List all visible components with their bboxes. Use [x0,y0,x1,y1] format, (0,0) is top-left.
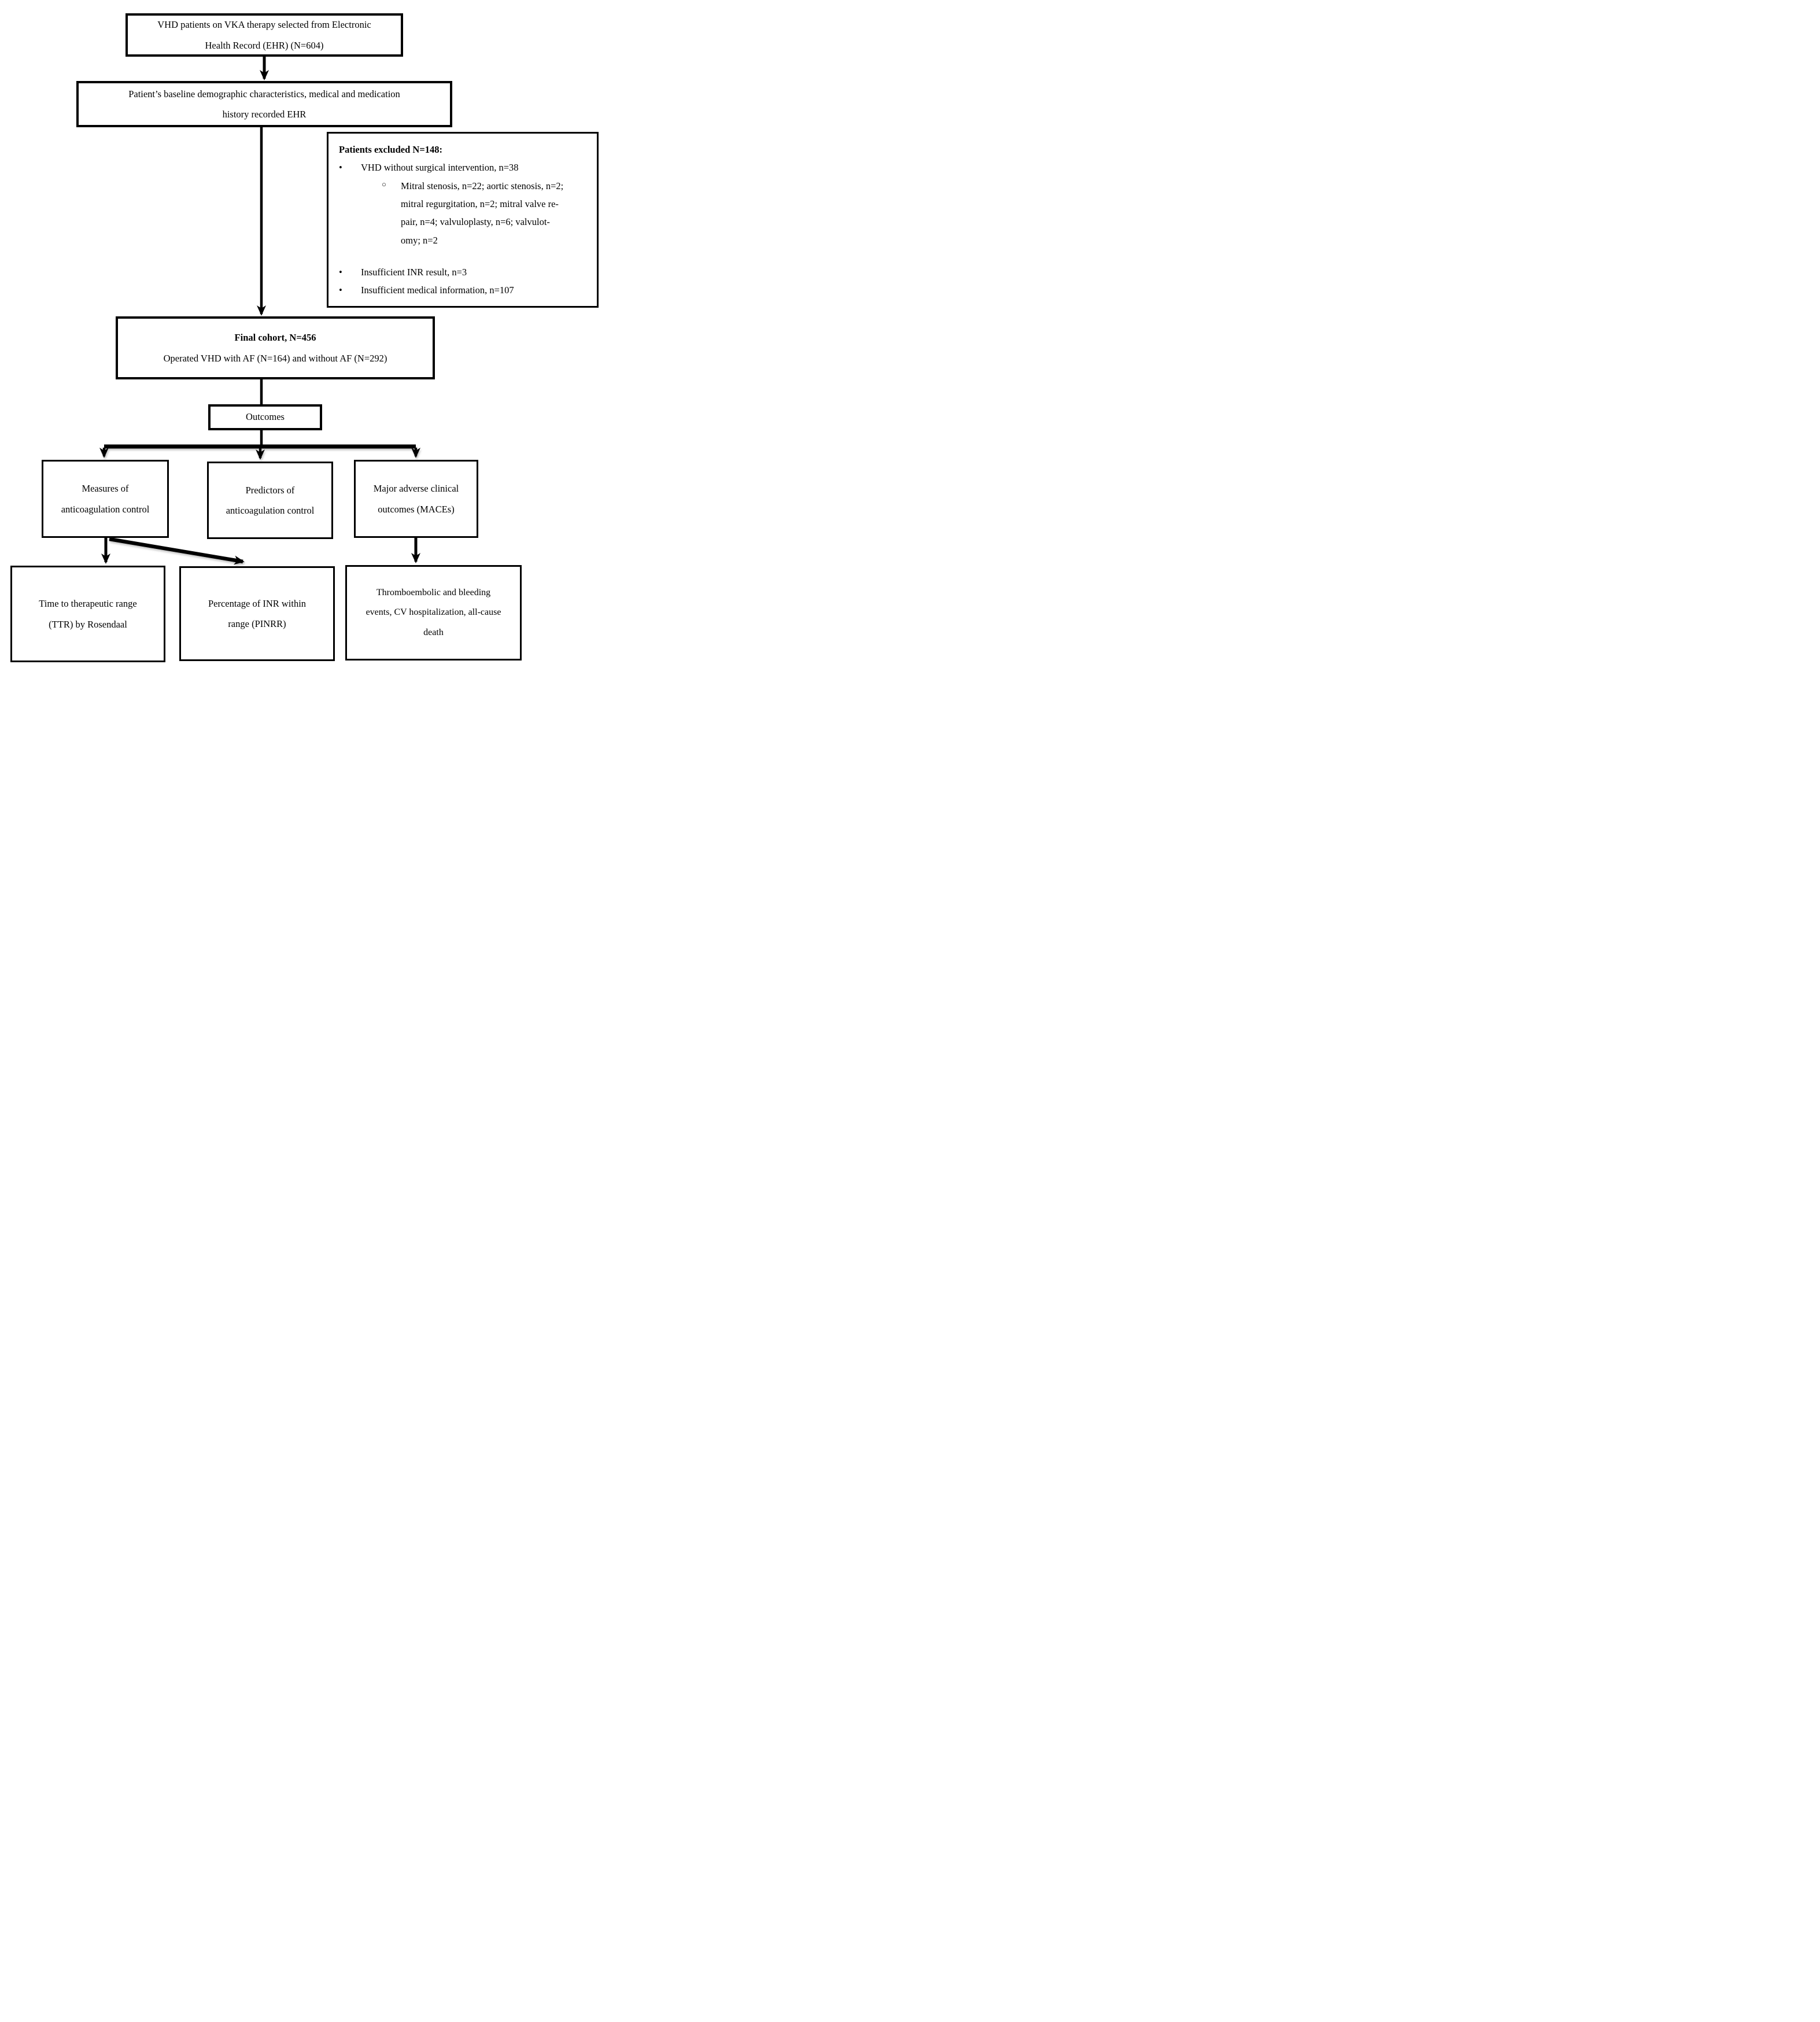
excluded-sub-bullet-text: pair, n=4; valvuloplasty, n=6; valvulot- [401,216,550,228]
node-text-line: death [423,627,444,637]
excluded-bullet-item: • Insufficient INR result, n=3 [328,263,597,281]
flowchart-canvas: VHD patients on VKA therapy selected fro… [0,0,607,674]
node-text-line: (TTR) by Rosendaal [49,618,127,630]
excluded-sub-bullet-text: Mitral stenosis, n=22; aortic stenosis, … [401,180,564,191]
node-text-line: Health Record (EHR) (N=604) [205,39,324,51]
node-text-line: anticoagulation control [61,503,150,515]
excluded-sub-bullet-text: mitral regurgitation, n=2; mitral valve … [401,198,559,210]
node-text-line: Time to therapeutic range [39,598,137,610]
node-text-line: Percentage of INR within [208,597,307,609]
excluded-bullet-text: VHD without surgical intervention, n=38 [361,162,519,174]
bullet-icon: • [339,267,342,278]
node-predictors: Predictors of anticoagulation control [207,462,333,539]
node-text-line: history recorded EHR [222,109,307,120]
node-text-line: VHD patients on VKA therapy selected fro… [157,19,371,31]
bullet-icon: • [339,162,342,174]
node-patients-excluded: Patients excluded N=148: • VHD without s… [327,132,599,308]
node-text-line: events, CV hospitalization, all-cause [366,607,501,618]
node-text-line: Thromboembolic and bleeding [376,587,491,597]
node-text-line: Major adverse clinical [373,483,459,495]
node-pinrr: Percentage of INR within range (PINRR) [179,566,335,661]
excluded-bullet-item: • VHD without surgical intervention, n=3… [328,158,597,176]
node-measures: Measures of anticoagulation control [42,460,169,538]
node-text-line: range (PINRR) [228,618,286,629]
excluded-sub-bullet-text: omy; n=2 [401,234,438,246]
excluded-sub-bullet-cont: mitral regurgitation, n=2; mitral valve … [328,195,597,213]
excluded-title: Patients excluded N=148: [339,144,442,155]
node-outcomes: Outcomes [208,404,322,430]
node-text-line: Outcomes [246,411,285,423]
excluded-sub-bullet-cont: pair, n=4; valvuloplasty, n=6; valvulot- [328,213,597,231]
node-text-line: outcomes (MACEs) [378,503,455,515]
excluded-bullet-item: • Insufficient medical information, n=10… [328,281,597,299]
node-maces: Major adverse clinical outcomes (MACEs) [354,460,478,538]
node-ehr-selection: VHD patients on VKA therapy selected fro… [125,13,403,57]
node-thrombo: Thromboembolic and bleeding events, CV h… [345,565,522,661]
excluded-bullet-text: Insufficient medical information, n=107 [361,285,514,296]
node-text-line: Patient’s baseline demographic character… [128,88,400,99]
node-baseline-history: Patient’s baseline demographic character… [76,81,452,127]
node-final-cohort: Final cohort, N=456 Operated VHD with AF… [116,316,435,379]
circle-bullet-icon: ○ [382,179,386,189]
excluded-sub-bullet-cont: omy; n=2 [328,231,597,249]
bullet-icon: • [339,285,342,296]
connector-layer [99,57,420,565]
excluded-bullet-text: Insufficient INR result, n=3 [361,267,467,278]
node-text-line: Measures of [82,483,129,495]
node-text-line: anticoagulation control [226,505,315,516]
node-text-line: Final cohort, N=456 [234,332,316,344]
node-text-line: Predictors of [245,484,295,496]
node-text-line: Operated VHD with AF (N=164) and without… [163,352,387,364]
node-ttr: Time to therapeutic range (TTR) by Rosen… [10,566,165,662]
arrow-measures-to-pinrr [109,537,245,565]
excluded-sub-bullet-item: ○ Mitral stenosis, n=22; aortic stenosis… [328,177,597,195]
